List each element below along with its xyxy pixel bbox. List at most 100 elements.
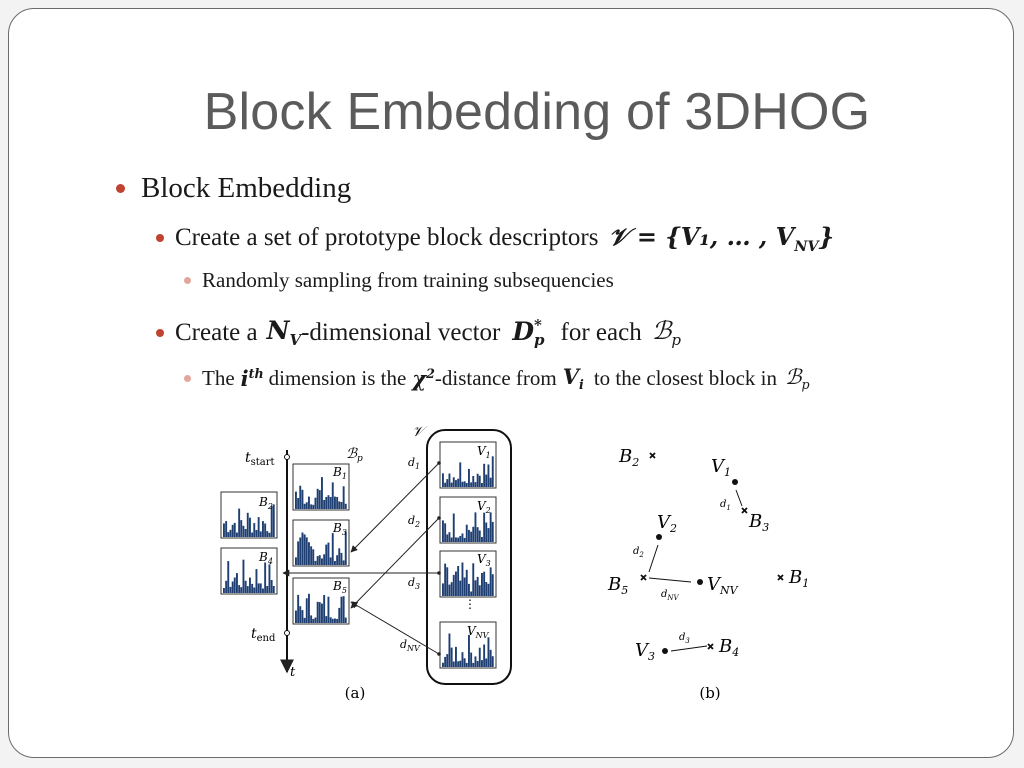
block-b1-bar bbox=[325, 497, 328, 509]
arrow-vnv-b5 bbox=[350, 601, 440, 655]
block-b4-bar bbox=[259, 583, 262, 593]
block-b1-bar bbox=[340, 502, 343, 509]
block-b3-bar bbox=[299, 537, 302, 565]
text-distance: -distance from bbox=[434, 365, 557, 390]
block-b5-bar bbox=[336, 618, 339, 623]
prototype-v3-bar bbox=[487, 583, 490, 596]
block-b4-bar bbox=[257, 583, 260, 593]
bullet-text: Create a set of prototype block descript… bbox=[175, 224, 599, 252]
histogram-group bbox=[220, 441, 497, 669]
block-b1-bar bbox=[338, 501, 341, 509]
dist-b-label-3: d3 bbox=[679, 632, 690, 645]
block-b5-bar bbox=[299, 606, 302, 623]
prototype-vnv-bar bbox=[478, 647, 481, 667]
dist-line-2 bbox=[648, 544, 659, 573]
dp-sup: * bbox=[534, 316, 542, 335]
block-b3-bar bbox=[327, 542, 330, 565]
block-b3-bar bbox=[329, 557, 332, 565]
block-b2-bar bbox=[266, 531, 269, 537]
prototype-v2-bar bbox=[468, 529, 470, 542]
dot-b-v1 bbox=[732, 479, 738, 485]
proto-ellipsis: ⋮ bbox=[464, 597, 476, 611]
formula-body: 𝒱 = {V₁, … , V bbox=[608, 222, 795, 251]
prototype-v1-bar bbox=[485, 474, 488, 487]
block-b2-bar bbox=[240, 520, 243, 537]
prototype-vnv-bar bbox=[483, 644, 486, 667]
block-b1-bar bbox=[334, 496, 336, 509]
prototype-v2-bar bbox=[446, 534, 449, 542]
prototype-v3-bar bbox=[489, 567, 492, 596]
prototype-vnv-bar bbox=[465, 662, 468, 667]
bullet-text-for: for each bbox=[560, 318, 642, 346]
dist-line-1 bbox=[735, 489, 743, 507]
block-b4-bar bbox=[251, 583, 254, 593]
block-b1-bar bbox=[321, 477, 323, 509]
prototype-v2-bar bbox=[487, 528, 490, 542]
proto-label-v3: V3 bbox=[477, 552, 491, 568]
block-b2-bar bbox=[227, 532, 230, 537]
slide-title: Block Embedding of 3DHOG bbox=[203, 83, 871, 141]
dist-line-nv bbox=[648, 577, 692, 583]
t-axis-label: t bbox=[290, 665, 296, 680]
formula-end: } bbox=[818, 222, 835, 251]
text-dimension: dimension is the bbox=[268, 365, 407, 390]
block-b1-bar bbox=[331, 482, 334, 509]
block-b3-bar bbox=[331, 533, 334, 565]
block-b1-bar bbox=[336, 497, 339, 509]
figure-svg: tstart tend t ℬp 𝒱 B2 B4 B1 B3 B5 V1 V2 … bbox=[220, 424, 809, 702]
prototype-set-formula: 𝒱 = {V₁, … , VNV} bbox=[608, 222, 834, 255]
prototype-v1-bar bbox=[446, 479, 449, 487]
prototype-v1-bar bbox=[463, 481, 466, 487]
prototype-v3-bar bbox=[459, 580, 462, 596]
block-b5-bar bbox=[295, 610, 297, 623]
prototype-v2-bar bbox=[485, 522, 488, 542]
prototype-vnv-bar bbox=[474, 656, 477, 667]
text-closest: to the closest block in bbox=[593, 365, 777, 390]
cross-b2 bbox=[649, 452, 656, 459]
block-b5-bar bbox=[316, 601, 319, 623]
dist-label-2: d2 bbox=[408, 514, 420, 529]
block-b2-bar bbox=[257, 517, 260, 537]
prototype-v3-bar bbox=[485, 582, 488, 596]
block-b3-bar bbox=[312, 549, 315, 565]
block-b5-bar bbox=[297, 594, 300, 623]
block-b1-bar bbox=[318, 490, 321, 509]
block-b3-bar bbox=[323, 554, 326, 565]
block-b4-bar bbox=[227, 561, 230, 593]
bullet-text: Randomly sampling from training subseque… bbox=[202, 268, 614, 292]
prototype-v3-bar bbox=[457, 566, 460, 596]
prototype-vnv-bar bbox=[468, 634, 470, 667]
text-the: The bbox=[202, 365, 235, 390]
bp-label: ℬp bbox=[346, 446, 363, 464]
chi-symbol: χ2 bbox=[412, 366, 435, 391]
prototype-v2-bar bbox=[452, 513, 455, 542]
prototype-vnv-bar bbox=[481, 660, 483, 667]
block-b4-bar bbox=[223, 588, 225, 593]
block-b4-bar bbox=[231, 581, 234, 593]
prototype-v1-bar bbox=[465, 483, 468, 487]
bullet-random-sampling: Randomly sampling from training subseque… bbox=[184, 268, 614, 293]
block-b5-bar bbox=[310, 615, 313, 623]
block-b5-bar bbox=[342, 596, 345, 623]
prototype-v3-bar bbox=[465, 569, 468, 596]
t-end-marker bbox=[284, 630, 290, 636]
dist-b-label-1: d1 bbox=[720, 499, 731, 512]
prototype-v2-bar bbox=[478, 530, 481, 542]
dot-vnv bbox=[437, 652, 441, 656]
block-b5-bar bbox=[331, 618, 334, 623]
block-b4-bar bbox=[249, 577, 251, 593]
block-b1-bar bbox=[308, 496, 310, 509]
prototype-vnv-bar bbox=[470, 652, 473, 667]
cross-b3 bbox=[741, 507, 748, 514]
block-b4-bar bbox=[238, 585, 241, 593]
prototype-vnv-bar bbox=[444, 656, 447, 667]
block-b5-bar bbox=[334, 618, 336, 623]
block-b4-bar bbox=[266, 586, 269, 593]
bullet-vector: Create a NV -dimensional vector D*p for … bbox=[156, 316, 681, 349]
prototype-v3-bar bbox=[491, 574, 494, 596]
prototype-v2-bar bbox=[455, 537, 457, 542]
block-b3-bar bbox=[295, 557, 297, 565]
caption-b: (b) bbox=[699, 684, 720, 702]
prototype-v2-bar bbox=[481, 537, 483, 542]
block-b3-bar bbox=[297, 541, 300, 565]
